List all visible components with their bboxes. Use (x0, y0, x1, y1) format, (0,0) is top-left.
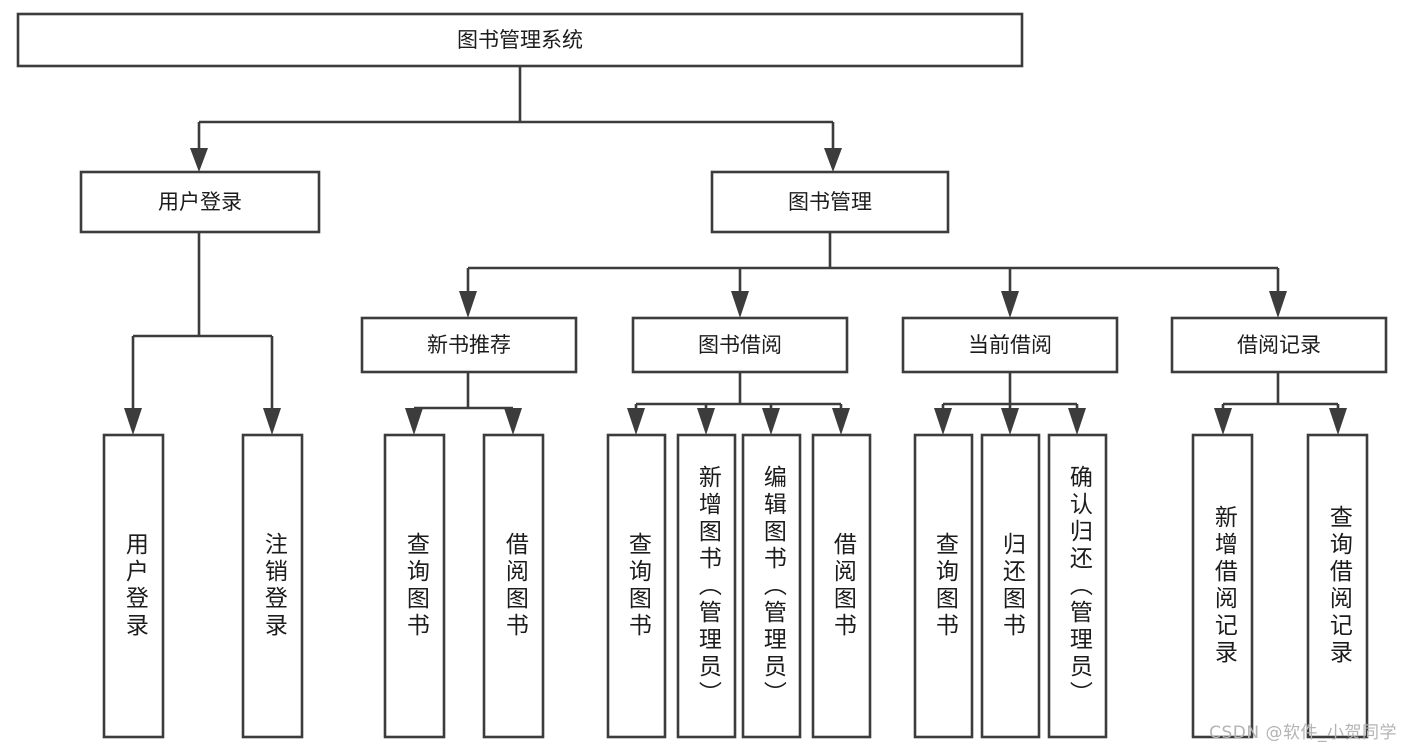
connector-borrowrecord-to-leaves (1214, 372, 1347, 435)
node-book-management-label: 图书管理 (788, 190, 872, 214)
leaf-add-record[interactable] (1191, 433, 1254, 739)
leaf-return-book[interactable] (980, 433, 1041, 739)
node-new-book-recommend-label: 新书推荐 (427, 333, 511, 357)
csdn-watermark: CSDN @软件_小贺同学 (1209, 723, 1397, 743)
leaf-query-book-2[interactable] (606, 433, 667, 739)
node-borrow-record-label: 借阅记录 (1237, 333, 1321, 357)
connector-userlogin-to-leaves (124, 232, 281, 435)
leaf-logout-login[interactable] (241, 433, 304, 739)
connector-currentborrow-to-leaves (934, 372, 1086, 435)
node-user-login-label: 用户登录 (158, 190, 242, 214)
connector-bookborrow-to-leaves (627, 372, 850, 435)
leaf-query-book-1[interactable] (383, 433, 446, 739)
node-root[interactable] (16, 12, 1024, 68)
node-new-book-recommend[interactable] (360, 316, 578, 374)
leaf-edit-book[interactable] (741, 433, 802, 739)
connector-bookmgmt-to-level2 (459, 232, 1287, 318)
node-borrow-record[interactable] (1170, 316, 1388, 374)
connector-root-to-level1 (190, 66, 842, 172)
node-root-label: 图书管理系统 (457, 28, 583, 52)
node-book-borrow-label: 图书借阅 (698, 333, 782, 357)
node-current-borrow[interactable] (901, 316, 1119, 374)
connector-newbook-to-leaves (405, 372, 522, 435)
node-book-management[interactable] (710, 170, 950, 234)
node-current-borrow-label: 当前借阅 (968, 333, 1052, 357)
leaf-query-book-3[interactable] (913, 433, 974, 739)
leaf-add-book[interactable] (676, 433, 737, 739)
node-user-login[interactable] (79, 170, 321, 234)
leaf-confirm-return[interactable] (1047, 433, 1108, 739)
leaf-borrow-book-2[interactable] (811, 433, 872, 739)
leaf-borrow-book-1[interactable] (482, 433, 545, 739)
leaf-user-login[interactable] (102, 433, 165, 739)
leaf-query-record[interactable] (1306, 433, 1369, 739)
node-book-borrow[interactable] (631, 316, 849, 374)
